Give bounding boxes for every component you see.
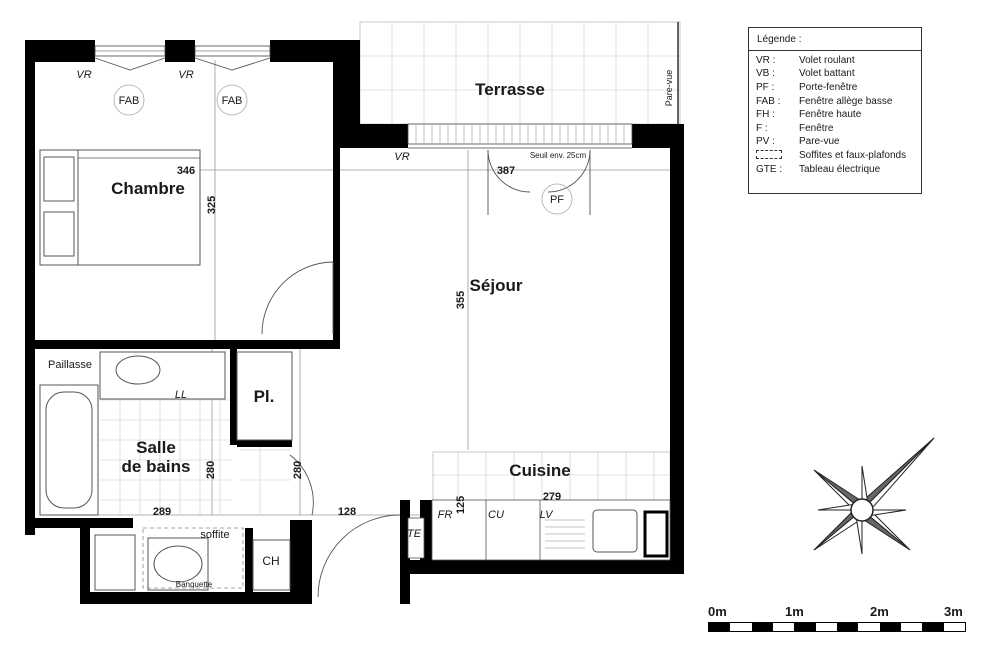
- bathroom-tiles: [100, 399, 290, 515]
- closet: [236, 351, 293, 441]
- label-vr-left: VR: [76, 69, 91, 81]
- room-boiler: CH: [262, 554, 279, 568]
- walls: [25, 40, 684, 604]
- room-living: Séjour: [470, 276, 523, 295]
- legend-item: PF :Porte-fenêtre: [756, 81, 858, 93]
- label-paillasse: Paillasse: [48, 359, 92, 371]
- dim-bath-width: 289: [153, 506, 171, 518]
- pf-marker: [541, 183, 573, 215]
- legend-item: GTE :Tableau électrique: [756, 163, 881, 175]
- label-seuil: Seuil env. 25cm: [530, 151, 587, 160]
- scale-bar-segments: [708, 622, 966, 632]
- shower-tray: [94, 534, 136, 591]
- room-bathroom-line2: de bains: [122, 457, 191, 476]
- legend-item: PV :Pare-vue: [756, 136, 840, 148]
- bed: [39, 149, 201, 266]
- label-fr: FR: [438, 509, 453, 521]
- compass-rose-icon: [813, 437, 935, 555]
- legend-rows: VR :Volet roulant VB :Volet battant PF :…: [756, 54, 917, 176]
- sink: [592, 509, 638, 553]
- scale-label-0: 0m: [708, 604, 727, 619]
- windows: [94, 45, 633, 149]
- room-bedroom: Chambre: [111, 179, 185, 198]
- label-fab-right: FAB: [222, 95, 243, 107]
- dim-bath-depth-left: 280: [205, 461, 217, 479]
- kitchen-fixtures: [407, 499, 671, 561]
- label-pf: PF: [550, 194, 564, 206]
- label-vr-living: VR: [394, 151, 409, 163]
- scale-label-1: 1m: [785, 604, 804, 619]
- scale-label-3: 3m: [944, 604, 963, 619]
- terrace-tiles: [360, 22, 680, 124]
- dim-bedroom-depth: 325: [206, 196, 218, 214]
- label-fab-left: FAB: [119, 95, 140, 107]
- fab-marker-right: [216, 84, 248, 116]
- soffite-swatch-icon: [756, 149, 799, 162]
- dim-living-width: 387: [497, 165, 515, 177]
- label-lv: LV: [540, 509, 555, 521]
- legend-item: Soffites et faux-plafonds: [756, 149, 917, 163]
- dim-bath-depth-right: 280: [292, 461, 304, 479]
- dim-corridor-width: 128: [338, 506, 356, 518]
- dim-kitchen-depth: 125: [455, 496, 467, 514]
- legend-item: FAB :Fenêtre allège basse: [756, 95, 893, 107]
- legend-title: Légende :: [757, 34, 802, 45]
- room-kitchen: Cuisine: [509, 461, 570, 480]
- room-closet: Pl.: [254, 387, 275, 406]
- door-swings: [94, 57, 591, 598]
- label-te: TE: [407, 528, 422, 540]
- terrace-area: [359, 21, 681, 125]
- legend-box: Légende : VR :Volet roulant VB :Volet ba…: [748, 27, 922, 194]
- drainboard: [545, 519, 585, 549]
- label-vr-right: VR: [178, 69, 193, 81]
- electrical-panel: [407, 517, 425, 559]
- vanity: [99, 351, 226, 400]
- legend-item: F :Fenêtre: [756, 122, 834, 134]
- boiler: [252, 539, 291, 591]
- label-cu: CU: [488, 509, 504, 521]
- scale-bar: 0m 1m 2m 3m: [708, 604, 968, 634]
- label-soffite: soffite: [200, 529, 229, 541]
- label-pare-vue: Pare-vue: [664, 70, 674, 107]
- legend-divider: [749, 50, 921, 51]
- dim-kitchen-width: 279: [543, 491, 561, 503]
- room-terrace: Terrasse: [475, 80, 545, 99]
- soffite-outline: [142, 527, 244, 589]
- label-ll: LL: [175, 389, 187, 401]
- dim-living-depth: 355: [455, 291, 467, 309]
- bathroom-fixtures: [39, 351, 293, 591]
- scale-label-2: 2m: [870, 604, 889, 619]
- kitchen-window-unit: [643, 510, 669, 558]
- legend-item: VB :Volet battant: [756, 68, 855, 80]
- dim-bedroom-width: 346: [177, 165, 195, 177]
- legend-item: VR :Volet roulant: [756, 54, 855, 66]
- legend-item: FH :Fenêtre haute: [756, 109, 862, 121]
- label-banquette: Banquette: [176, 580, 213, 589]
- fab-marker-left: [113, 84, 145, 116]
- room-bathroom-line1: Salle: [136, 438, 176, 457]
